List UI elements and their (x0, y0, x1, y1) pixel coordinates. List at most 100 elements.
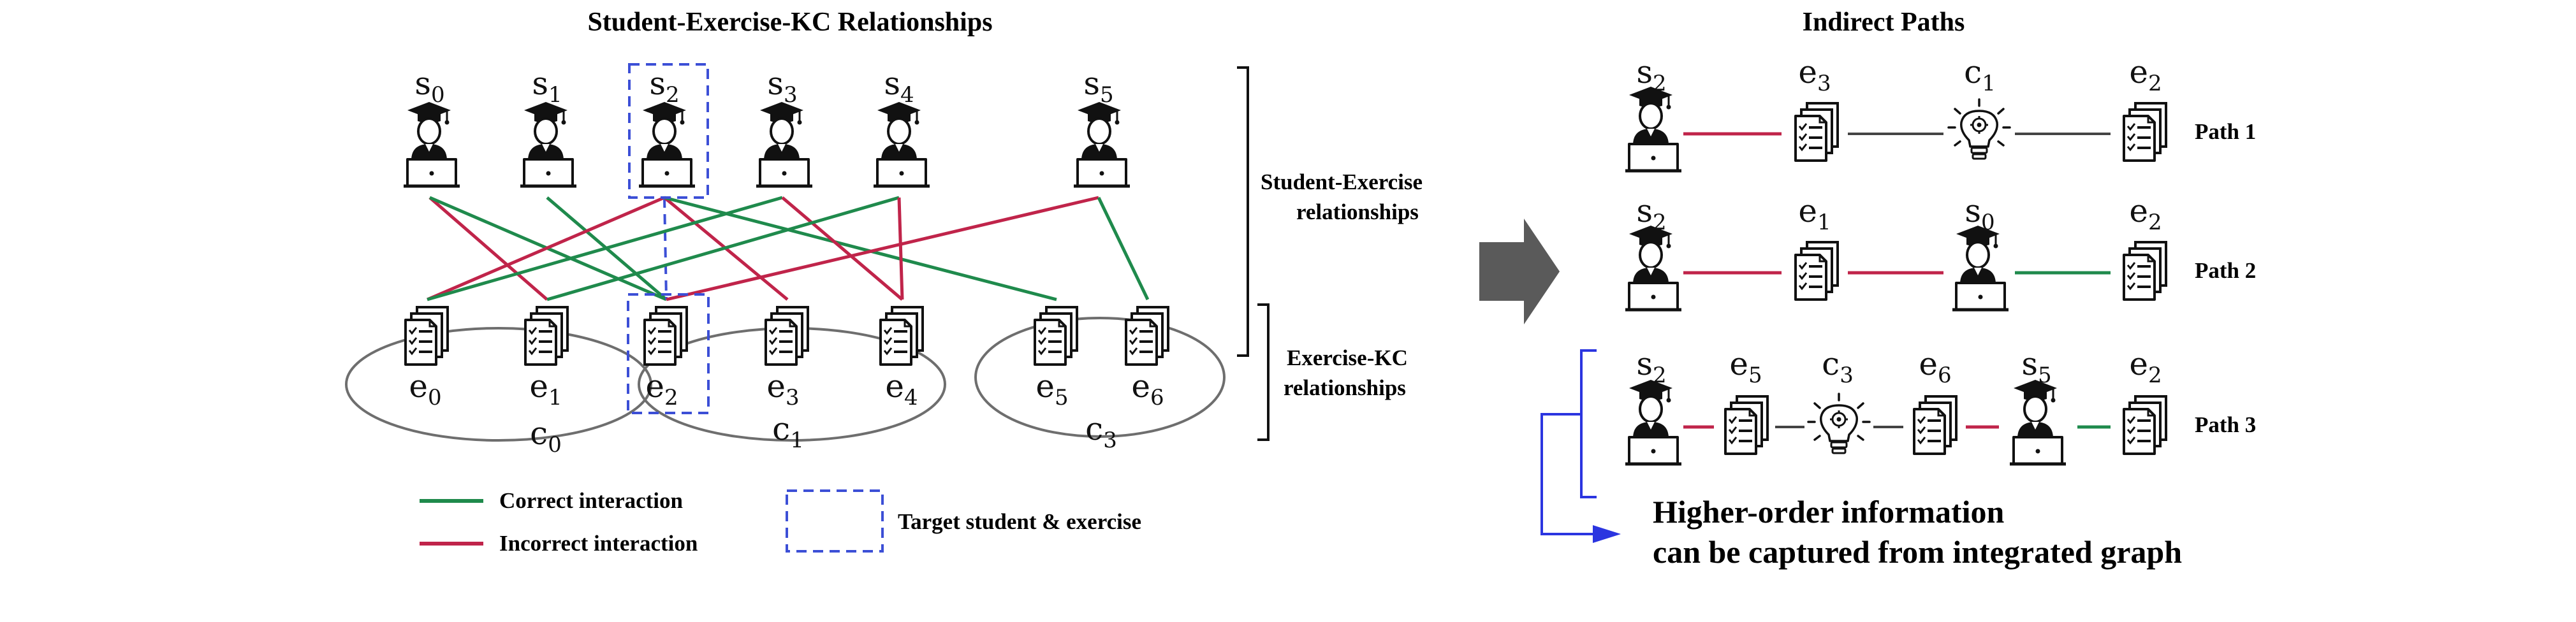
path-node-label: c1 (1964, 54, 1996, 96)
path-label: Path 3 (2195, 412, 2256, 437)
lightbulb-icon (1807, 393, 1871, 454)
student-icon (874, 102, 930, 186)
exercise-icon (765, 306, 809, 366)
kc-label-c0: c0 (530, 415, 562, 458)
student-icon (2010, 380, 2066, 464)
path-node-label: e2 (2129, 192, 2162, 235)
exercise-icon (1794, 102, 1839, 162)
student-exercise-bracket (1237, 66, 1249, 357)
exercise-label-e6: e6 (1131, 368, 1164, 410)
student-label-s4: s4 (884, 65, 914, 108)
student-icon (1074, 102, 1130, 186)
interaction-edge-s5-e6 (1097, 196, 1150, 301)
conclusion-line2: can be captured from integrated graph (1653, 534, 2182, 570)
student-icon (1625, 87, 1681, 171)
exercise-e3: e3 (765, 306, 809, 410)
kc-label-c3: c3 (1085, 410, 1117, 453)
higher-order-bracket (1580, 349, 1597, 498)
target-exercise-box (627, 293, 710, 414)
kc-ellipse-c0 (345, 327, 652, 442)
path-node-label: s2 (1636, 345, 1666, 388)
path-node-label: e2 (2129, 54, 2162, 96)
interaction-edge-s4-e1 (546, 196, 900, 301)
path-node-label: c3 (1822, 345, 1854, 388)
exercise-icon (524, 306, 569, 366)
student-s5: s5 (1074, 65, 1130, 186)
exercise-icon (404, 306, 449, 366)
path-2: s2 e1 s0 e2 Path 2 (1625, 192, 2256, 310)
student-label-s5: s5 (1083, 65, 1113, 108)
exercise-kc-bracket (1257, 303, 1270, 441)
exercise-e6: e6 (1125, 306, 1169, 410)
student-s2: s2 (639, 65, 695, 186)
lightbulb-icon (1947, 98, 2011, 160)
exercise-icon (643, 306, 688, 366)
exercise-label-e1: e1 (529, 368, 562, 410)
student-icon (520, 102, 576, 186)
interaction-edge-s2-e2 (663, 197, 668, 300)
student-icon (1952, 226, 2009, 310)
exercise-kc-label-line2: relationships (1284, 375, 1406, 400)
target-student-box (628, 63, 709, 199)
student-icon (404, 102, 460, 186)
path-1: s2 e3 c1 e2 Path 1 (1625, 54, 2256, 171)
student-icon (756, 102, 812, 186)
student-exercise-label-line1: Student-Exercise (1261, 170, 1423, 194)
path-node-label: e6 (1919, 345, 1951, 388)
path-3: s2 e5 c3 e6 s5 e2 Path 3 (1625, 345, 2256, 464)
exercise-e0: e0 (404, 306, 449, 410)
exercise-label-e3: e3 (766, 368, 799, 410)
legend: Correct interaction Incorrect interactio… (420, 488, 1141, 556)
student-icon (639, 102, 695, 186)
exercise-e2: e2 (643, 306, 688, 410)
right-panel-title: Indirect Paths (1803, 8, 1965, 37)
higher-order-arrow (1540, 413, 1594, 535)
exercise-icon (2123, 395, 2167, 455)
student-s1: s1 (520, 65, 576, 186)
student-s4: s4 (874, 65, 930, 186)
interaction-edge-s3-e4 (781, 196, 904, 301)
path-node-label: e5 (1729, 345, 1762, 388)
interaction-edge-s0-e1 (428, 196, 548, 301)
arrowhead-icon (1593, 525, 1621, 543)
exercise-icon (2123, 102, 2167, 162)
exercise-label-e0: e0 (409, 368, 441, 410)
exercise-label-e5: e5 (1036, 368, 1068, 410)
exercise-e4: e4 (879, 306, 924, 410)
student-label-s2: s2 (649, 65, 679, 108)
legend-target-swatch (786, 489, 884, 553)
exercise-kc-label-line1: Exercise-KC (1287, 345, 1408, 370)
exercise-icon (1125, 306, 1169, 366)
interaction-edge-s2-e5 (664, 196, 1057, 301)
path-node-label: e3 (1798, 54, 1831, 96)
legend-correct-label: Correct interaction (499, 488, 683, 513)
student-s0: s0 (404, 65, 460, 186)
path-node-label: s5 (2021, 345, 2051, 388)
path-label: Path 2 (2195, 258, 2256, 283)
student-label-s3: s3 (767, 65, 797, 108)
student-exercise-label-line2: relationships (1296, 199, 1419, 224)
interaction-edges (427, 196, 1150, 301)
student-icon (1625, 226, 1681, 310)
exercise-icon (2123, 241, 2167, 301)
exercise-label-e2: e2 (645, 368, 678, 410)
exercise-icon (1913, 395, 1958, 455)
path-label: Path 1 (2195, 119, 2256, 144)
student-icon (1625, 380, 1681, 464)
conclusion-line1: Higher-order information (1653, 494, 2004, 530)
interaction-edge-s2-e0 (427, 196, 665, 301)
exercise-label-e4: e4 (885, 368, 918, 410)
exercise-icon (1794, 241, 1839, 301)
legend-incorrect-label: Incorrect interaction (499, 531, 698, 556)
student-s3: s3 (756, 65, 812, 186)
exercise-icon (1034, 306, 1078, 366)
interaction-edge-s3-e0 (427, 196, 783, 301)
kc-label-c1: c1 (772, 410, 804, 453)
path-node-label: e1 (1798, 192, 1831, 235)
path-node-label: e2 (2129, 345, 2162, 388)
kc-ellipse-c3 (974, 317, 1226, 438)
exercise-e1: e1 (524, 306, 569, 410)
legend-target-label: Target student & exercise (898, 509, 1141, 534)
exercise-icon (879, 306, 924, 366)
